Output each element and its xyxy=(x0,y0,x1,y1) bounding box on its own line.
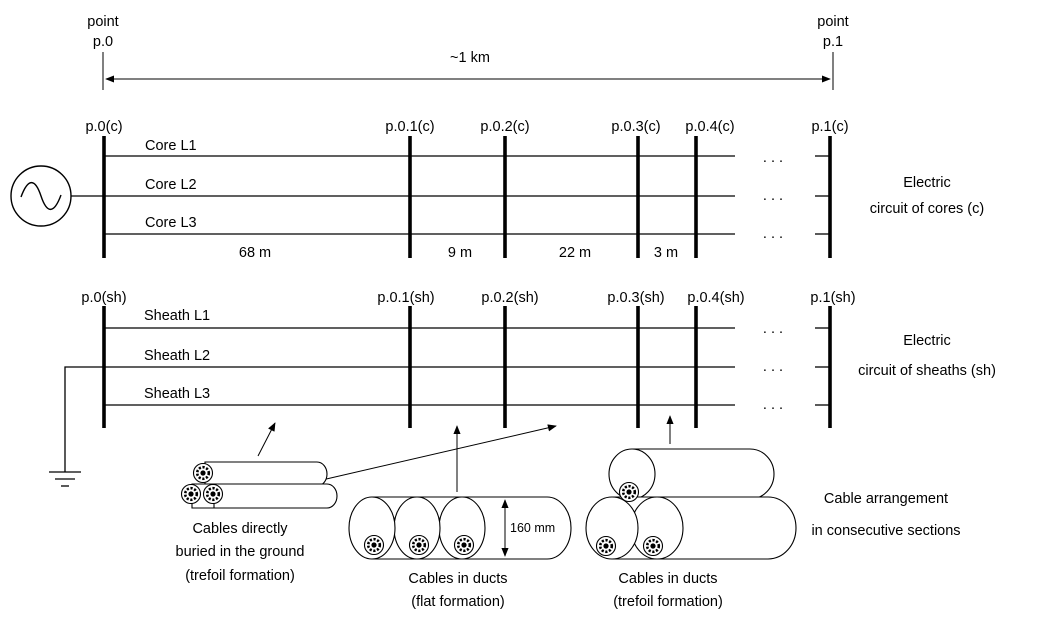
ducts-flat-formation: 160 mm Cables in ducts (flat formation) xyxy=(348,496,572,610)
cable-cross-section-icon xyxy=(642,535,664,557)
core-point-label: p.0(c) xyxy=(85,119,122,135)
cable-cross-section-icon xyxy=(618,481,640,503)
ducts-flat-label: (flat formation) xyxy=(411,594,504,610)
direct-label: (trefoil formation) xyxy=(185,568,295,584)
direct-buried-cables: Cables directly buried in the ground (tr… xyxy=(176,461,338,584)
distance-label: ~1 km xyxy=(450,50,490,66)
sheath-point-label: p.0.1(sh) xyxy=(377,290,434,306)
ac-source-icon xyxy=(10,165,104,227)
sheaths-caption: circuit of sheaths (sh) xyxy=(858,363,996,379)
arrow-direct-to-trefoil xyxy=(308,424,557,484)
cores-caption: circuit of cores (c) xyxy=(870,201,984,217)
core-line-label: Core L3 xyxy=(145,215,197,231)
ducts-trefoil-formation: Cables in ducts (trefoil formation) xyxy=(585,448,797,610)
ducts-trefoil-label: (trefoil formation) xyxy=(613,594,723,610)
core-ellipsis: . . . xyxy=(763,226,783,242)
section-length: 3 m xyxy=(654,245,678,261)
duct-size-label: 160 mm xyxy=(510,521,555,535)
sheath-line-label: Sheath L1 xyxy=(144,308,210,324)
direct-label: Cables directly xyxy=(192,521,288,537)
cable-cross-section-icon xyxy=(202,483,224,505)
sheath-ellipsis: . . . xyxy=(763,359,783,375)
core-point-label: p.0.3(c) xyxy=(611,119,660,135)
ducts-flat-label: Cables in ducts xyxy=(408,571,507,587)
core-line-label: Core L1 xyxy=(145,138,197,154)
sheath-ellipsis: . . . xyxy=(763,321,783,337)
cores-circuit: p.0(c) p.0.1(c) p.0.2(c) p.0.3(c) p.0.4(… xyxy=(10,119,984,261)
core-point-label: p.0.4(c) xyxy=(685,119,734,135)
section-length: 68 m xyxy=(239,245,271,261)
core-point-label: p.1(c) xyxy=(811,119,848,135)
start-point-label: point xyxy=(87,14,118,30)
end-point-label: point xyxy=(817,14,848,30)
cable-cross-section-icon xyxy=(595,535,617,557)
sheath-point-label: p.1(sh) xyxy=(810,290,855,306)
end-point-id: p.1 xyxy=(823,34,843,50)
sheaths-circuit: p.0(sh) p.0.1(sh) p.0.2(sh) p.0.3(sh) p.… xyxy=(49,290,996,487)
core-ellipsis: . . . xyxy=(763,188,783,204)
sheath-point-label: p.0.4(sh) xyxy=(687,290,744,306)
cable-cross-section-icon xyxy=(363,534,385,556)
sheath-point-label: p.0.3(sh) xyxy=(607,290,664,306)
arrangement-caption: Cable arrangement xyxy=(824,491,948,507)
distance-header: point p.0 point p.1 ~1 km xyxy=(87,14,849,90)
start-point-id: p.0 xyxy=(93,34,113,50)
sheath-point-label: p.0.2(sh) xyxy=(481,290,538,306)
cable-cross-section-icon xyxy=(408,534,430,556)
cable-cross-section-icon xyxy=(453,534,475,556)
cable-cross-section-icon xyxy=(192,462,214,484)
cable-cross-section-icon xyxy=(180,483,202,505)
sheaths-caption: Electric xyxy=(903,333,951,349)
ducts-trefoil-label: Cables in ducts xyxy=(618,571,717,587)
section-length: 22 m xyxy=(559,245,591,261)
core-ellipsis: . . . xyxy=(763,150,783,166)
arrow-direct xyxy=(257,422,276,457)
sheath-point-label: p.0(sh) xyxy=(81,290,126,306)
ground-icon xyxy=(49,366,104,487)
sheath-line-label: Sheath L3 xyxy=(144,386,210,402)
cores-caption: Electric xyxy=(903,175,951,191)
core-line-label: Core L2 xyxy=(145,177,197,193)
section-length: 9 m xyxy=(448,245,472,261)
core-point-label: p.0.2(c) xyxy=(480,119,529,135)
sheath-line-label: Sheath L2 xyxy=(144,348,210,364)
arrangement-caption: in consecutive sections xyxy=(811,523,960,539)
arrangement-arrows xyxy=(257,415,674,492)
sheath-ellipsis: . . . xyxy=(763,397,783,413)
core-point-label: p.0.1(c) xyxy=(385,119,434,135)
direct-label: buried in the ground xyxy=(176,544,305,560)
